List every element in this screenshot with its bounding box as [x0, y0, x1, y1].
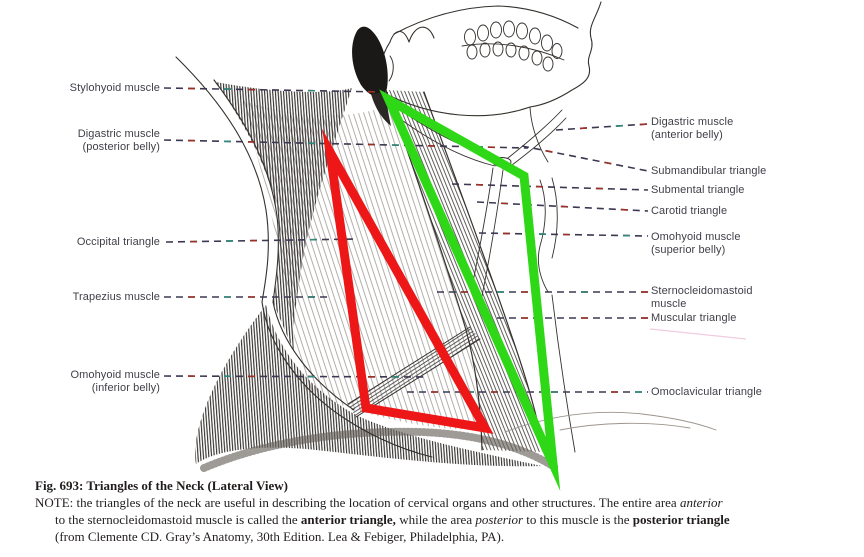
label-submandibular-triangle: Submandibular triangle: [651, 165, 861, 178]
posterior-triangle-overlay: [322, 128, 494, 434]
caption-bold-posterior-triangle: posterior triangle: [632, 512, 730, 527]
clavicle-outline: [504, 412, 717, 433]
label-occipital-triangle: Occipital triangle: [0, 236, 160, 249]
scan-artifact-line: [649, 328, 747, 340]
ear-canal: [352, 26, 388, 97]
omohyoid-inferior-belly: [347, 326, 481, 418]
label-digastric-anterior: Digastric muscle(anterior belly): [651, 116, 861, 142]
label-line: Stylohyoid muscle: [69, 82, 160, 94]
caption-text-segment: to this muscle is the: [523, 512, 633, 527]
label-line: (anterior belly): [651, 129, 723, 141]
leader-carotid: [476, 201, 649, 212]
leader-submental: [451, 183, 649, 191]
leader-omohyoid-inferior: [163, 375, 429, 378]
label-line: Digastric muscle: [651, 116, 734, 128]
shoulder-fringe-hatching: [200, 427, 560, 472]
label-omohyoid-inferior: Omohyoid muscle(inferior belly): [0, 369, 160, 395]
caption-note-line1: NOTE: the triangles of the neck are usef…: [35, 494, 857, 511]
label-digastric-posterior: Digastric muscle(posterior belly): [0, 128, 160, 154]
shoulder-mass-hatching: [195, 305, 542, 467]
condyle-coronoid: [389, 26, 435, 43]
figure-title: Fig. 693: Triangles of the Neck (Lateral…: [35, 478, 288, 493]
label-line: Digastric muscle: [77, 128, 160, 140]
label-line: Muscular triangle: [651, 312, 737, 324]
label-muscular-triangle: Muscular triangle: [651, 312, 861, 325]
mandible-outline: [381, 91, 531, 117]
label-stylohyoid-muscle: Stylohyoid muscle: [0, 82, 160, 95]
leader-submandibular: [521, 145, 649, 172]
label-line: Omoclavicular triangle: [651, 386, 763, 398]
leader-omohyoid-superior: [478, 232, 649, 237]
caption-text-segment: NOTE: the triangles of the neck are usef…: [35, 495, 680, 510]
neck-front-line: [551, 294, 576, 453]
digastric-anterior-belly: [507, 109, 567, 166]
label-line: muscle: [651, 298, 687, 310]
anterior-triangle-overlay: [379, 89, 561, 492]
leader-occipital: [165, 238, 359, 243]
trapezius-muscle-hatching: [216, 82, 352, 352]
label-line: (superior belly): [651, 244, 726, 256]
caption-text-segment: to the sternocleidomastoid muscle is cal…: [55, 512, 301, 527]
caption-italic-anterior: anterior: [679, 495, 723, 510]
chin-lip-profile: [529, 1, 602, 108]
caption-bold-anterior-triangle: anterior triangle,: [300, 512, 396, 527]
caption-text-segment: while the area: [395, 512, 476, 527]
scm-posterior-border: [385, 89, 483, 451]
label-line: Occipital triangle: [76, 236, 160, 248]
label-line: Carotid triangle: [651, 205, 728, 217]
leader-stylohyoid: [163, 87, 385, 93]
label-submental-triangle: Submental triangle: [651, 184, 861, 197]
label-line: Omohyoid muscle: [70, 369, 160, 381]
label-line: (posterior belly): [82, 141, 160, 153]
caption-italic-posterior: posterior: [475, 512, 524, 527]
label-line: Submental triangle: [651, 184, 745, 196]
leader-lines: [163, 87, 649, 393]
label-carotid-triangle: Carotid triangle: [651, 205, 861, 218]
omohyoid-inferior-hatching: [348, 327, 480, 417]
figure-caption: Fig. 693: Triangles of the Neck (Lateral…: [35, 477, 857, 545]
neck-back-outline-outer: [175, 56, 433, 458]
label-line: Sternocleidomastoid: [651, 285, 753, 297]
maxilla-outline: [393, 5, 579, 35]
under-chin-line: [529, 106, 549, 163]
scm-anterior-border: [423, 91, 545, 453]
caption-note-line2: to the sternocleidomastoid muscle is cal…: [35, 511, 857, 528]
neck-back-outline-inner: [213, 79, 355, 411]
label-trapezius-muscle: Trapezius muscle: [0, 291, 160, 304]
label-line: (inferior belly): [91, 382, 160, 394]
label-line: Trapezius muscle: [72, 291, 160, 303]
teeth: [464, 20, 563, 72]
label-line: Omohyoid muscle: [651, 231, 741, 243]
caption-source-line: (from Clemente CD. Gray’s Anatomy, 30th …: [55, 529, 505, 544]
label-line: Submandibular triangle: [651, 165, 767, 177]
tragus-curve: [388, 55, 394, 82]
label-omoclavicular-triangle: Omoclavicular triangle: [651, 386, 861, 399]
larynx-outline: [537, 177, 558, 293]
label-omohyoid-superior: Omohyoid muscle(superior belly): [651, 231, 861, 257]
leader-digastric-anterior: [555, 123, 649, 131]
